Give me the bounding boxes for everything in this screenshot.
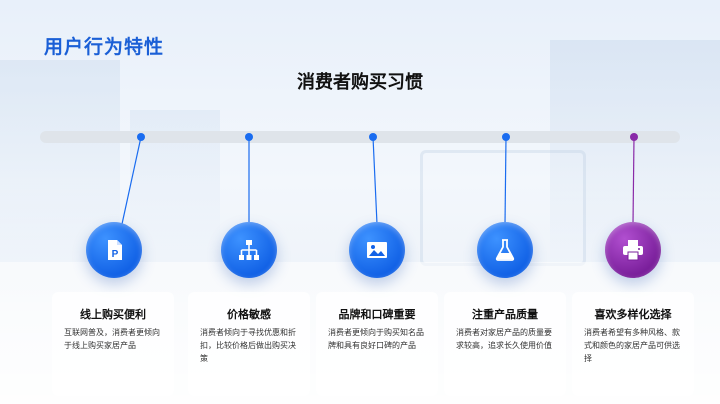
feature-title-4: 注重产品质量	[472, 308, 538, 321]
connector-1	[121, 136, 142, 225]
feature-card-4: 注重产品质量 消费者对家居产品的质量要求较高，追求长久使用价值	[444, 292, 566, 396]
feature-desc-3: 消费者更倾向于购买知名品牌和具有良好口碑的产品	[328, 328, 424, 350]
timeline-bar	[40, 131, 680, 143]
timeline-dot-4	[502, 133, 510, 141]
timeline-dot-5	[630, 133, 638, 141]
section-title: 消费者购买习惯	[297, 72, 423, 93]
connector-3	[372, 136, 378, 225]
feature-title-1: 线上购买便利	[80, 308, 146, 321]
feature-card-1: 线上购买便利 互联网普及，消费者更倾向于线上购买家居产品	[52, 292, 174, 396]
feature-card-5: 喜欢多样化选择 消费者希望有多种风格、款式和颜色的家居产品可供选择	[572, 292, 694, 396]
feature-desc-1: 互联网普及，消费者更倾向于线上购买家居产品	[64, 328, 160, 350]
svg-text:P: P	[112, 249, 119, 260]
feature-desc-2: 消费者倾向于寻找优惠和折扣，比较价格后做出购买决策	[200, 328, 296, 363]
feature-circle-5	[605, 222, 661, 278]
feature-circle-1: P	[86, 222, 142, 278]
feature-card-2: 价格敏感 消费者倾向于寻找优惠和折扣，比较价格后做出购买决策	[188, 292, 310, 396]
connector-4	[504, 136, 507, 225]
feature-card-3: 品牌和口碑重要 消费者更倾向于购买知名品牌和具有良好口碑的产品	[316, 292, 438, 396]
timeline-dot-1	[137, 133, 145, 141]
feature-circle-2	[221, 222, 277, 278]
flask-icon	[495, 239, 515, 261]
page-title: 用户行为特性	[44, 36, 165, 58]
timeline-dot-3	[369, 133, 377, 141]
feature-desc-5: 消费者希望有多种风格、款式和颜色的家居产品可供选择	[584, 328, 680, 363]
feature-circle-4	[477, 222, 533, 278]
feature-title-2: 价格敏感	[227, 308, 271, 321]
hierarchy-icon	[239, 240, 259, 260]
feature-circle-3	[349, 222, 405, 278]
printer-icon	[623, 240, 643, 261]
timeline-dot-2	[245, 133, 253, 141]
image-icon	[367, 242, 387, 258]
feature-title-3: 品牌和口碑重要	[338, 308, 416, 321]
feature-desc-4: 消费者对家居产品的质量要求较高，追求长久使用价值	[456, 328, 552, 350]
document-p-icon: P	[108, 240, 122, 260]
connector-5	[632, 136, 635, 225]
feature-title-5: 喜欢多样化选择	[594, 308, 672, 321]
